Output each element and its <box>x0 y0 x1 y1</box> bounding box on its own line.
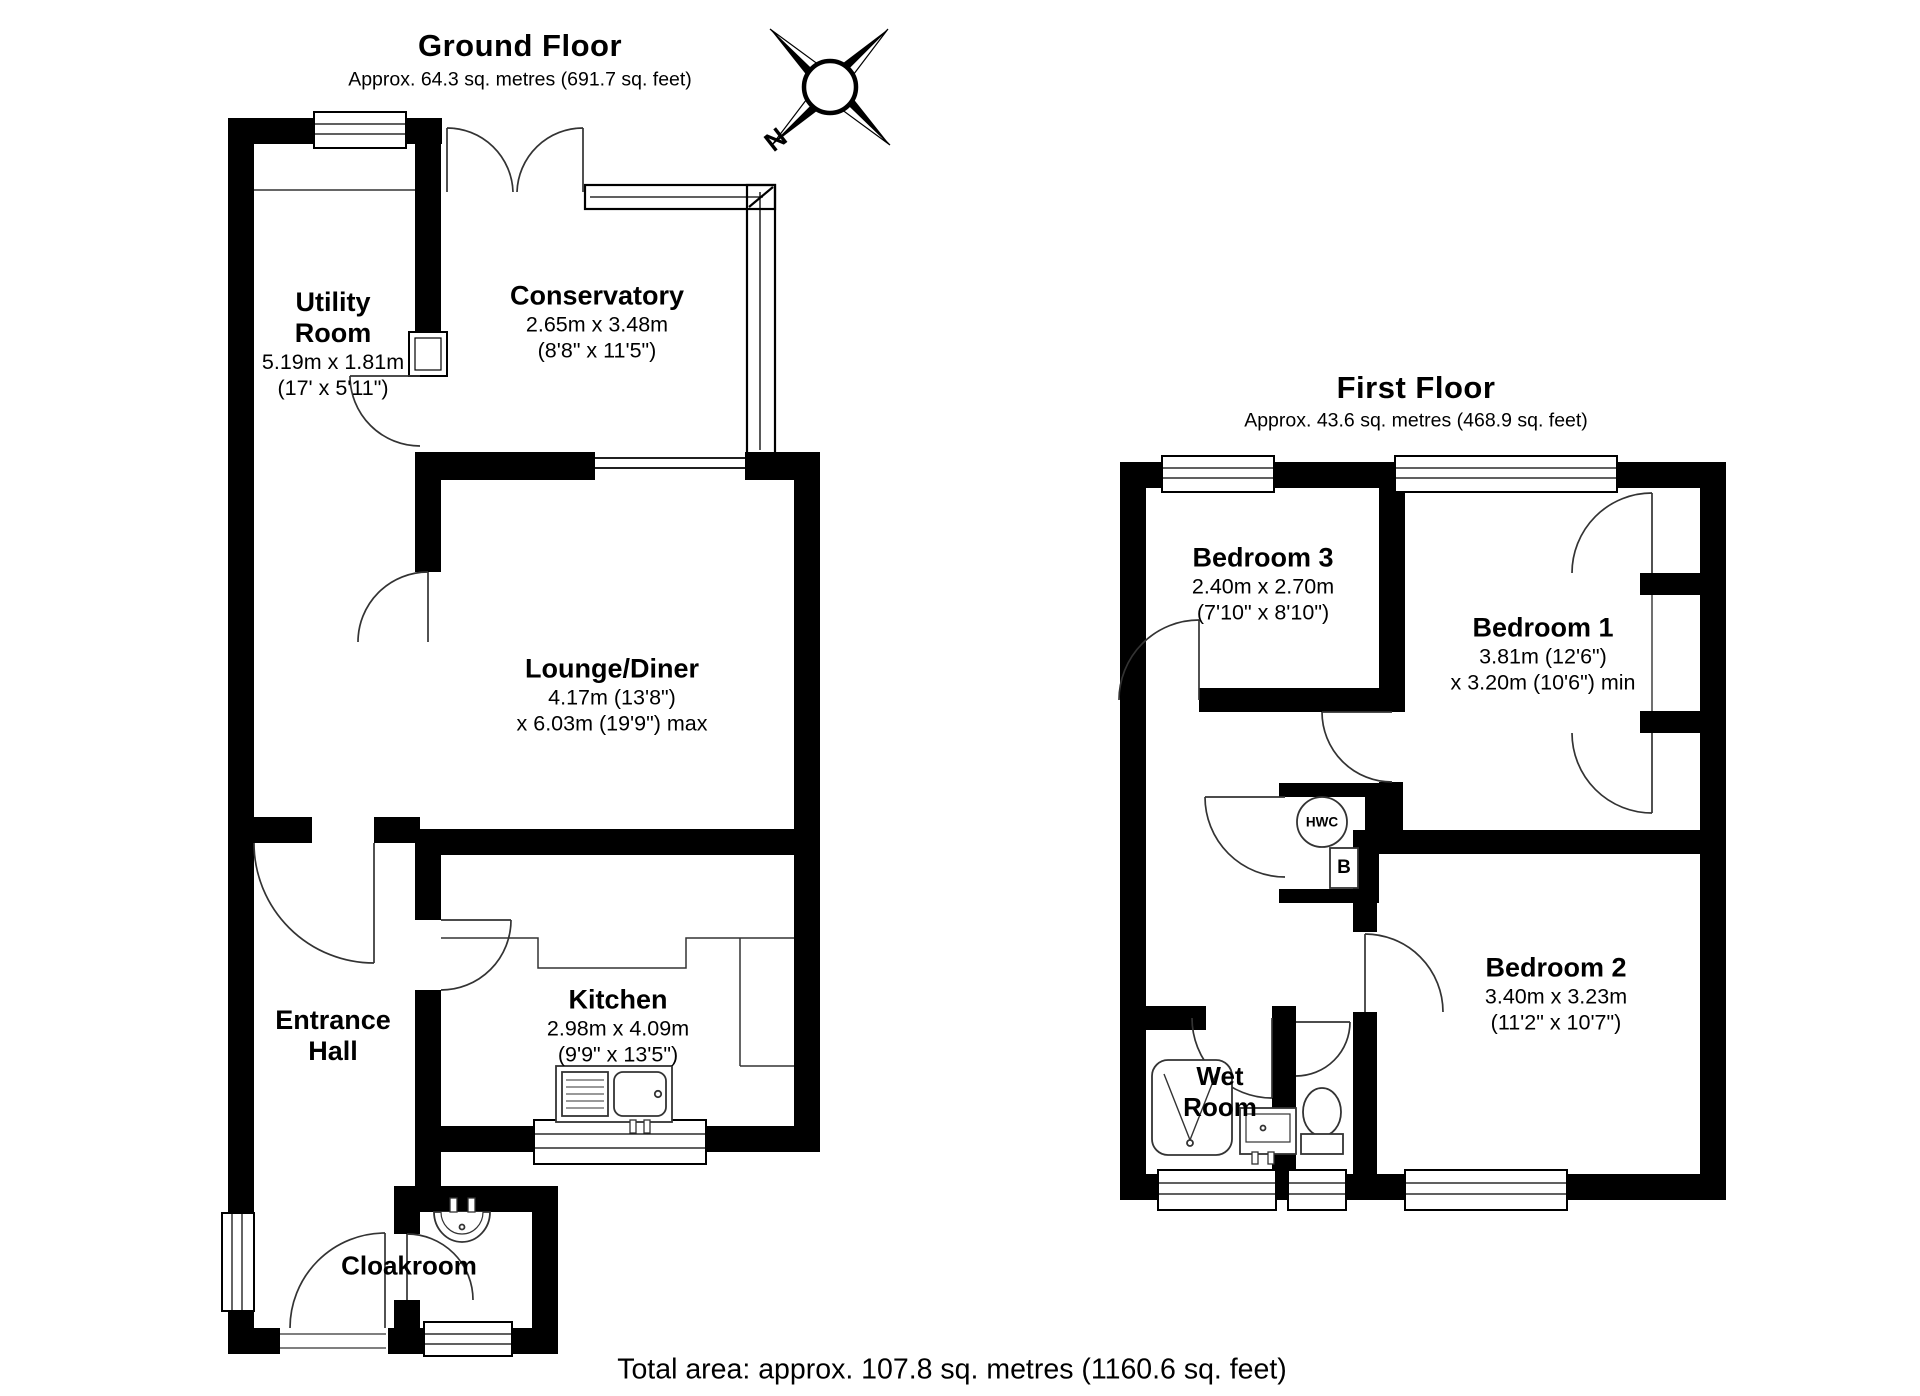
door-arc <box>440 919 512 991</box>
window <box>1394 455 1618 493</box>
window <box>533 1119 707 1165</box>
first-floor-plan <box>1118 455 1726 1211</box>
room-name: Lounge/Diner <box>524 653 699 684</box>
room-label-conservatory: Conservatory 2.65m x 3.48m (8'8" x 11'5"… <box>510 281 684 364</box>
first-floor-title: First Floor <box>1336 370 1496 405</box>
ground-floor-plan <box>221 111 820 1357</box>
room-dims-metric: 3.40m x 3.23m <box>1484 984 1628 1009</box>
window <box>1161 455 1275 493</box>
door-arc <box>289 1232 386 1329</box>
kitchen-sink <box>555 1065 673 1134</box>
ground-floor-subtitle: Approx. 64.3 sq. metres (691.7 sq. feet) <box>348 68 692 91</box>
cloakroom-basin <box>433 1197 491 1243</box>
ground-floor-title: Ground Floor <box>417 28 623 63</box>
toilet <box>1300 1087 1344 1155</box>
room-name: Conservatory <box>509 280 685 311</box>
door-arc <box>1204 796 1286 878</box>
room-dims-imperial: x 3.20m (10'6") min <box>1450 670 1636 695</box>
window <box>313 111 407 149</box>
room-name: Cloakroom <box>341 1250 477 1281</box>
total-area-text: Total area: approx. 107.8 sq. metres (11… <box>617 1353 1287 1386</box>
room-dims-imperial: (17' x 5'11") <box>277 376 389 400</box>
room-label-entrance-hall: Entrance Hall <box>275 1005 391 1067</box>
room-label-bedroom-2: Bedroom 2 3.40m x 3.23m (11'2" x 10'7") <box>1485 953 1627 1036</box>
room-name: Kitchen <box>568 984 668 1015</box>
closet-door-arc <box>1571 492 1653 574</box>
wash-basin <box>1239 1107 1297 1165</box>
wet-room-fixtures <box>1151 1059 1344 1165</box>
boiler-box <box>1329 847 1359 889</box>
first-floor-subtitle: Approx. 43.6 sq. metres (468.9 sq. feet) <box>1244 409 1588 432</box>
room-name: Utility Room <box>294 287 372 348</box>
ground-floor-doors <box>253 127 584 1349</box>
room-dims-imperial: (8'8" x 11'5") <box>537 338 657 363</box>
room-label-wet-room: Wet Room <box>1183 1061 1257 1123</box>
room-dims-metric: 2.65m x 3.48m <box>525 312 669 337</box>
door-arc <box>1295 1021 1351 1077</box>
conservatory-glazing <box>583 183 777 469</box>
room-label-lounge-diner: Lounge/Diner 4.17m (13'8") x 6.03m (19'9… <box>517 654 708 737</box>
cupboard-fixtures <box>1296 796 1359 889</box>
room-label-bedroom-3: Bedroom 3 2.40m x 2.70m (7'10" x 8'10") <box>1192 543 1334 626</box>
window <box>1157 1169 1277 1211</box>
boiler-label: B <box>1337 857 1351 878</box>
room-dims-metric: 5.19m x 1.81m <box>261 350 405 374</box>
room-dims-imperial: (7'10" x 8'10") <box>1196 600 1330 625</box>
window <box>221 1212 255 1312</box>
room-dims-metric: 3.81m (12'6") <box>1479 644 1607 669</box>
ground-floor-windows <box>221 111 707 1357</box>
door-arc <box>1118 619 1200 701</box>
room-dims-imperial: x 6.03m (19'9") max <box>516 711 708 736</box>
compass-icon <box>769 28 891 146</box>
room-label-kitchen: Kitchen 2.98m x 4.09m (9'9" x 13'5") <box>547 985 689 1068</box>
room-name: Bedroom 1 <box>1472 612 1614 643</box>
door-arc <box>406 1233 474 1301</box>
door-arc <box>446 127 584 193</box>
room-name: Entrance Hall <box>275 1005 391 1066</box>
room-dims-metric: 4.17m (13'8") <box>548 685 676 710</box>
room-label-utility: Utility Room 5.19m x 1.81m (17' x 5'11") <box>262 287 404 401</box>
door-arc <box>1321 711 1393 783</box>
room-dims-metric: 2.98m x 4.09m <box>546 1016 690 1041</box>
room-name: Bedroom 2 <box>1485 952 1627 983</box>
window <box>1287 1169 1347 1211</box>
room-name: Bedroom 3 <box>1192 542 1334 573</box>
window <box>423 1321 513 1357</box>
kitchen-counters <box>254 189 794 1067</box>
first-floor-windows <box>1157 455 1618 1211</box>
room-name: Wet Room <box>1183 1061 1257 1122</box>
window <box>1404 1169 1568 1211</box>
door-arc <box>357 571 429 643</box>
room-label-bedroom-1: Bedroom 1 3.81m (12'6") x 3.20m (10'6") … <box>1451 613 1636 696</box>
hwc-label: HWC <box>1305 814 1339 830</box>
hwc-cylinder <box>1296 796 1348 848</box>
closet-door-arc <box>1571 732 1653 814</box>
door-arc <box>1364 933 1444 1013</box>
door-arc <box>349 375 421 447</box>
window <box>408 331 448 377</box>
shower <box>1151 1059 1233 1156</box>
room-dims-metric: 2.40m x 2.70m <box>1191 574 1335 599</box>
room-dims-imperial: (11'2" x 10'7") <box>1490 1010 1622 1035</box>
room-dims-imperial: (9'9" x 13'5") <box>557 1042 679 1067</box>
door-arc <box>253 842 375 964</box>
room-label-cloakroom: Cloakroom <box>341 1251 477 1282</box>
